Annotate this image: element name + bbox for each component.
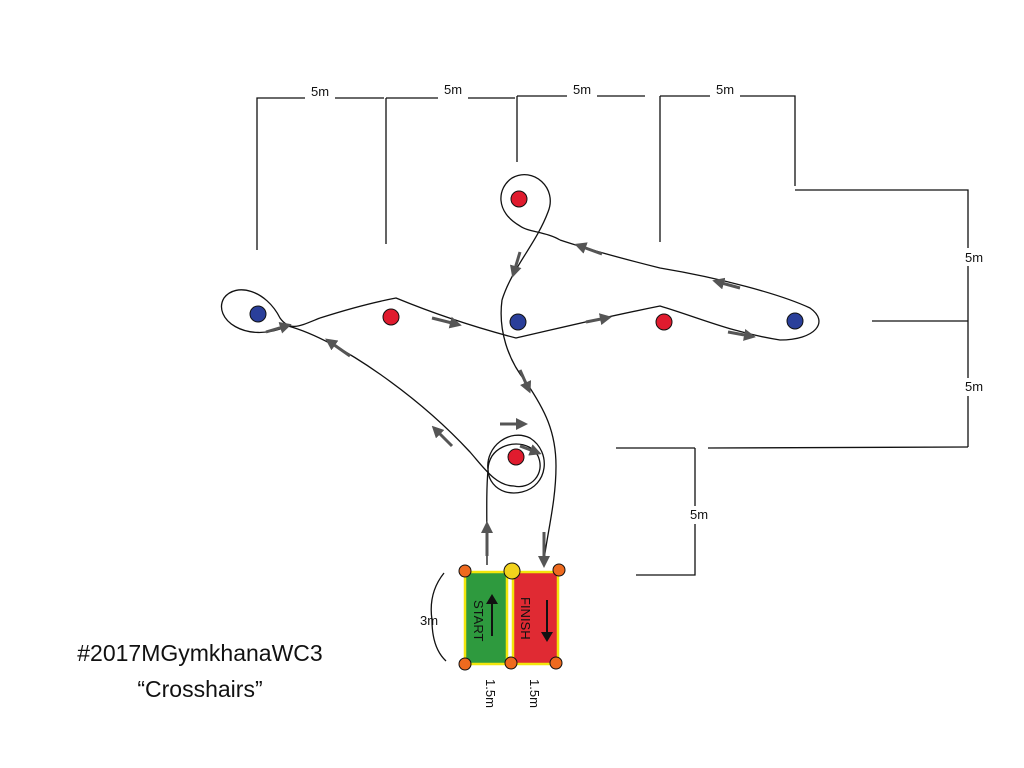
corner-cone-bottom-right xyxy=(549,656,563,670)
dimension-lines xyxy=(256,95,969,662)
dim-top-1-line xyxy=(256,97,384,250)
dim-label-top-1: 5m xyxy=(311,84,329,99)
caption-subtitle: “Crosshairs” xyxy=(137,676,263,702)
dim-label-box-height: 3m xyxy=(420,613,438,628)
arrow-middle-3 xyxy=(727,329,756,341)
arrow-upper-1 xyxy=(712,277,741,290)
path-top-loop xyxy=(500,173,561,301)
path-middle-row xyxy=(319,239,820,341)
finish-box xyxy=(511,570,560,666)
dim-label-top-3: 5m xyxy=(573,82,591,97)
direction-arrows xyxy=(265,242,756,568)
dim-label-top-2: 5m xyxy=(444,82,462,97)
dim-top-4-line-b xyxy=(660,95,796,186)
arrow-top-down xyxy=(509,251,522,278)
arrow-upper-2 xyxy=(574,242,603,256)
path-left-loop xyxy=(221,289,321,334)
finish-label: FINISH xyxy=(518,597,533,640)
arrow-middle-1 xyxy=(431,316,462,329)
cones xyxy=(249,190,804,466)
path-spiral xyxy=(487,434,545,494)
dim-right-line xyxy=(795,189,969,447)
cone-blue-center xyxy=(509,313,527,331)
start-arrow-head-icon xyxy=(486,594,498,604)
cone-red-bottom xyxy=(507,448,525,466)
arrow-left-leg-2 xyxy=(325,338,351,358)
arrow-left-leg-1 xyxy=(431,425,454,448)
start-finish-area: START FINISH xyxy=(458,562,566,671)
dim-label-right-1: 5m xyxy=(965,250,983,265)
path-descent xyxy=(500,299,557,561)
corner-cone-top-right xyxy=(552,563,566,577)
arrow-left-loop xyxy=(265,321,292,334)
dimension-labels: 5m 5m 5m 5m 5m 5m 5m 3m 1.5m 1.5m xyxy=(305,82,990,708)
cone-red-left xyxy=(382,308,400,326)
start-box xyxy=(463,570,509,666)
dim-lower-line-b xyxy=(707,446,969,449)
start-label: START xyxy=(471,600,486,641)
course-path xyxy=(221,173,820,566)
path-left-leg xyxy=(287,325,515,487)
dim-label-right-2: 5m xyxy=(965,379,983,394)
arrow-descent xyxy=(518,369,532,394)
corner-cone-top-left xyxy=(458,564,472,578)
finish-arrow-head-icon xyxy=(541,632,553,642)
caption-title: #2017MGymkhanaWC3 xyxy=(77,640,323,666)
dim-lower-line-c xyxy=(636,448,696,576)
cone-red-top xyxy=(510,190,528,208)
arrow-middle-2 xyxy=(585,313,612,326)
dim-label-lower: 5m xyxy=(690,507,708,522)
center-marker xyxy=(503,562,521,580)
cone-red-right xyxy=(655,313,673,331)
dim-label-top-4: 5m xyxy=(716,82,734,97)
cone-blue-right xyxy=(786,312,804,330)
arrow-spiral-2 xyxy=(519,444,542,456)
dim-label-finish-width: 1.5m xyxy=(527,679,542,708)
corner-cone-bottom-left xyxy=(458,657,472,671)
corner-cone-bottom-mid xyxy=(504,656,518,670)
cone-blue-left xyxy=(249,305,267,323)
dim-label-start-width: 1.5m xyxy=(483,679,498,708)
box-height-brace xyxy=(430,572,447,662)
